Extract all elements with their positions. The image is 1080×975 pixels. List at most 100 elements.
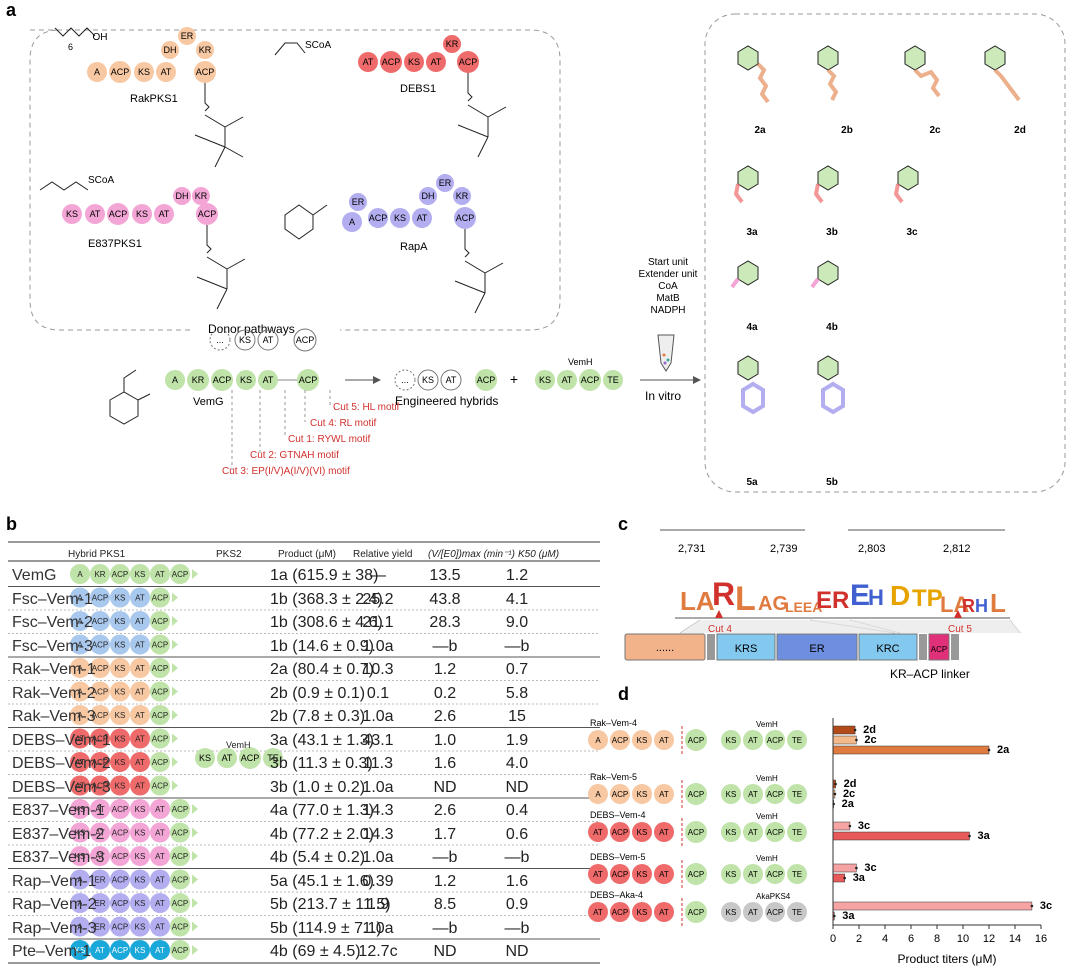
module-domain xyxy=(90,564,110,584)
x-tick-label: 8 xyxy=(934,933,940,945)
svg-text:KS: KS xyxy=(539,375,551,385)
module-domain-label: ACP xyxy=(172,899,188,908)
module-domain xyxy=(70,775,90,796)
partner-domain-label: AT xyxy=(748,790,758,799)
module-domain-label: ACP xyxy=(92,617,108,626)
svg-text:Cut 4: RL motif: Cut 4: RL motif xyxy=(310,418,377,429)
svg-text:AT: AT xyxy=(431,57,442,67)
svg-text:KS: KS xyxy=(199,753,211,763)
svg-text:LA: LA xyxy=(940,592,969,617)
module-linker xyxy=(192,945,198,955)
x-tick-label: 10 xyxy=(957,933,969,945)
module-domain-label: KS xyxy=(135,876,146,885)
svg-text:AT: AT xyxy=(263,375,274,385)
donor-box xyxy=(29,29,561,331)
partner-label: VemH xyxy=(756,720,778,729)
rakpks1-module: OH A ACP KS AT DH ER KR ACP xyxy=(54,27,244,168)
module-linker xyxy=(192,804,198,814)
row-vmax: ND xyxy=(433,943,457,960)
module-linker xyxy=(172,616,178,626)
product-labels: 2a 2b 2c 2d 3a 3b 3c 4a 4b 5a 5b xyxy=(746,125,1025,488)
svg-text:ER: ER xyxy=(181,31,194,41)
svg-text:KR: KR xyxy=(456,191,469,201)
module-domain xyxy=(70,564,90,584)
row-k50: —b xyxy=(504,637,530,655)
row-k50: ND xyxy=(505,943,529,960)
module-domain-label: ACP xyxy=(112,829,128,838)
bar-label: 3a xyxy=(978,830,991,842)
row-k50: 1.9 xyxy=(505,731,529,749)
module-domain xyxy=(150,634,170,655)
svg-text:3b: 3b xyxy=(826,227,838,238)
bar-error-point xyxy=(834,782,837,786)
partner-domain xyxy=(721,902,741,922)
construct-domain xyxy=(685,821,707,843)
partner-domain-label: TE xyxy=(792,736,802,745)
svg-text:AT: AT xyxy=(263,335,274,345)
module-domain-label: ACP xyxy=(112,899,128,908)
row-name: DEBS–Vem-1 xyxy=(12,731,111,749)
row-k50: 0.9 xyxy=(505,896,529,913)
module-domain xyxy=(130,799,150,819)
module-linker xyxy=(192,851,198,861)
header-product: Product (μM) xyxy=(278,549,336,560)
svg-text:L: L xyxy=(735,580,756,618)
module-domain-label: KS xyxy=(135,923,146,932)
partner-domain xyxy=(787,730,807,750)
module-domain-label: A xyxy=(77,594,83,603)
row-yield: 1.9 xyxy=(366,896,390,913)
row-yield: 25.2 xyxy=(362,590,394,608)
partner-domain xyxy=(765,822,785,842)
construct-label: Rak–Vem-4 xyxy=(590,718,637,728)
row-k50: —b xyxy=(504,919,530,937)
svg-text:R: R xyxy=(712,576,735,612)
partner-domain-label: AT xyxy=(748,828,758,837)
row-k50: 1.2 xyxy=(505,567,529,584)
partner-domain xyxy=(765,902,785,922)
bar-label: 3c xyxy=(858,820,870,832)
construct-label: DEBS–Vem-4 xyxy=(590,810,646,820)
svg-text:KR: KR xyxy=(446,39,459,49)
construct-domain xyxy=(654,902,674,922)
cut-markers-c xyxy=(715,610,962,618)
header-k: K50 (μM) xyxy=(518,549,560,560)
module-linker xyxy=(192,569,198,579)
row-product: 2b (0.9 ± 0.1) xyxy=(270,684,366,702)
partner-domain xyxy=(743,784,763,804)
row-name: Rak–Vem-3 xyxy=(12,708,96,725)
x-tick-label: 6 xyxy=(908,933,914,945)
row-yield: — xyxy=(370,567,386,584)
pyrone-products xyxy=(730,45,1021,415)
partner-label: VemH xyxy=(756,774,778,783)
construct-domain-label: KS xyxy=(637,736,648,745)
module-domain xyxy=(150,752,170,772)
svg-text:ACP: ACP xyxy=(213,375,232,385)
tube-icon xyxy=(657,334,675,372)
row-k50: 15 xyxy=(508,708,526,725)
product-box xyxy=(704,13,1066,493)
rapa-module: A ER ACP KS AT DH ER KR ACP xyxy=(284,174,504,314)
module-domain-label: ACP xyxy=(172,829,188,838)
rapa-label: RapA xyxy=(400,241,428,253)
module-domain-label: KS xyxy=(135,805,146,814)
panel-c-label: c xyxy=(618,514,628,534)
table-group-rules xyxy=(8,586,600,940)
module-domain xyxy=(130,869,150,890)
construct-domain-label: AT xyxy=(593,870,603,879)
module-domain xyxy=(150,564,170,584)
module-domain-label: AT xyxy=(155,946,165,955)
module-domain xyxy=(110,564,130,584)
module-domain-label: ACP xyxy=(112,805,128,814)
module-domain xyxy=(110,658,130,678)
partner-domain-label: AT xyxy=(748,908,758,917)
module-domain xyxy=(150,775,170,796)
construct-domain xyxy=(588,730,608,750)
svg-text:KS: KS xyxy=(422,375,434,385)
construct-domain-label: KS xyxy=(637,790,648,799)
module-domain-label: A xyxy=(77,899,83,908)
construct-domain-label: ACP xyxy=(612,908,628,917)
svg-text:ACP: ACP xyxy=(111,67,130,77)
